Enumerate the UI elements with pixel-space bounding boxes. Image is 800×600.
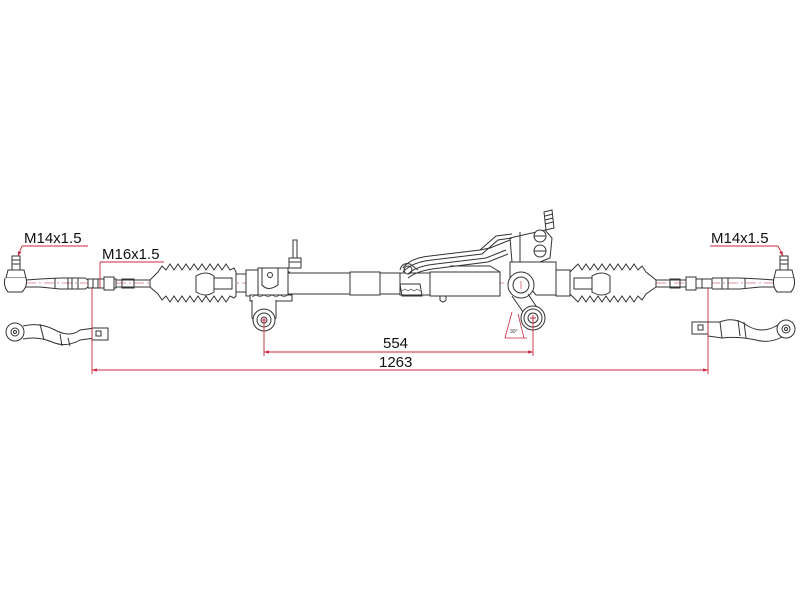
right-bellows-boot: [569, 263, 657, 303]
pinion-angle-annotation: [504, 311, 527, 339]
right-inner-tie-rod: [656, 276, 713, 291]
overall-length-label: 1263: [379, 354, 413, 371]
left-mount-bushing: [251, 300, 277, 332]
left-bellows-boot: [149, 263, 248, 303]
left-tie-rod-end: [3, 255, 89, 293]
valve-body-pinion: [399, 209, 571, 323]
left-inner-tie-rod: [87, 276, 150, 291]
hydraulic-lines: [402, 233, 513, 279]
right-tie-rod-end-side-view: [691, 319, 796, 342]
right-tie-rod-end: [712, 255, 796, 293]
left-thread-label: M14x1.5: [24, 230, 82, 247]
left-tie-rod-end-side-view: [5, 322, 109, 347]
pinion-angle-label: 30°: [510, 329, 518, 335]
rack-housing: [245, 239, 401, 302]
inner-thread-label: M16x1.5: [102, 246, 160, 263]
dimension-lines: [17, 245, 784, 374]
right-thread-label: M14x1.5: [711, 230, 769, 247]
mount-distance-label: 554: [383, 335, 409, 352]
